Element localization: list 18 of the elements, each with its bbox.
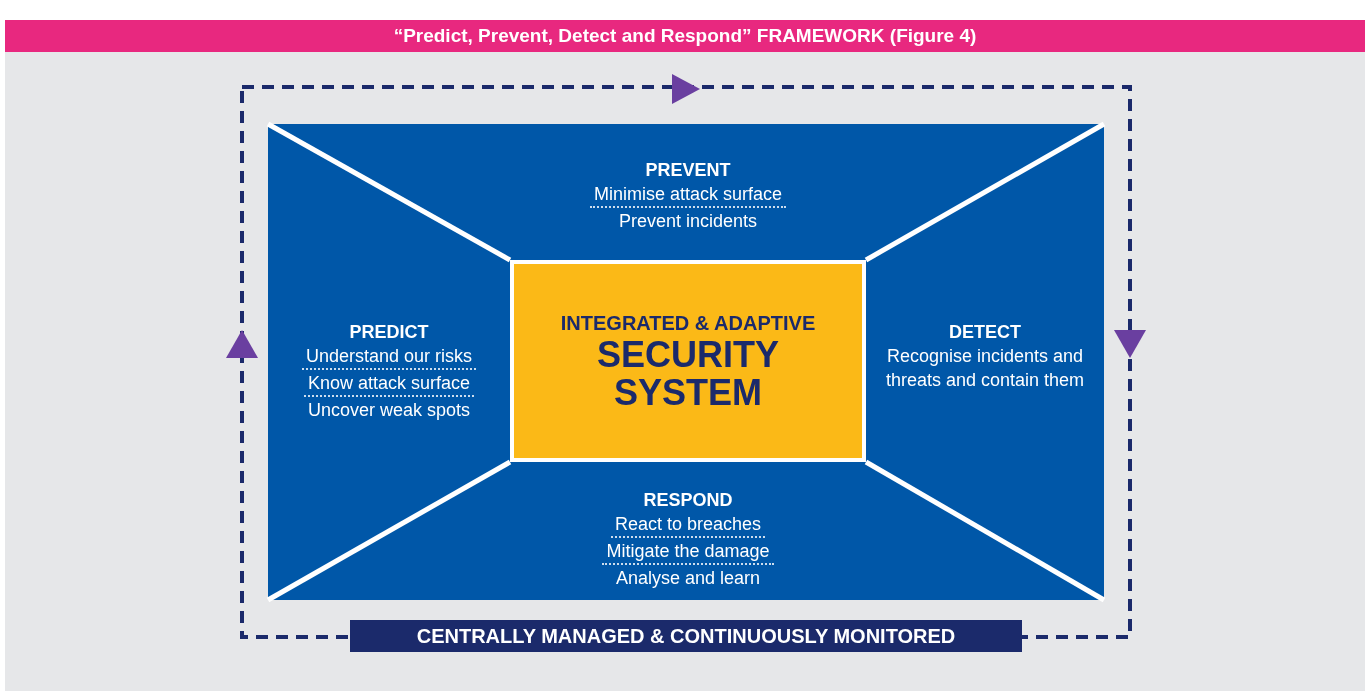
segment-heading: DETECT [949, 321, 1021, 344]
segment-item: Understand our risks [301, 344, 477, 370]
center-box [510, 260, 866, 462]
center-subtitle: INTEGRATED & ADAPTIVE [560, 310, 816, 336]
title-bar: “Predict, Prevent, Detect and Respond” FRAMEWORK (Figure 4) [5, 20, 1365, 52]
segment-item: Analyse and learn [614, 567, 762, 590]
segment-item: Prevent incidents [617, 210, 759, 233]
segment-item: Minimise attack surface [589, 182, 787, 208]
segment-item: Know attack surface [303, 371, 475, 397]
segment-item: Recognise incidents and threats and contain them [884, 345, 1086, 392]
segment-item: Mitigate the damage [602, 539, 774, 565]
footer-label: CENTRALLY MANAGED & CONTINUOUSLY MONITORED [350, 620, 1022, 652]
segment-heading: RESPOND [643, 489, 733, 512]
center-title: SECURITY SYSTEM [596, 335, 780, 412]
segment-item: React to breaches [610, 512, 766, 538]
segment-item: Uncover weak spots [306, 399, 472, 422]
segment-heading: PREDICT [349, 321, 429, 344]
segment-heading: PREVENT [645, 159, 731, 182]
